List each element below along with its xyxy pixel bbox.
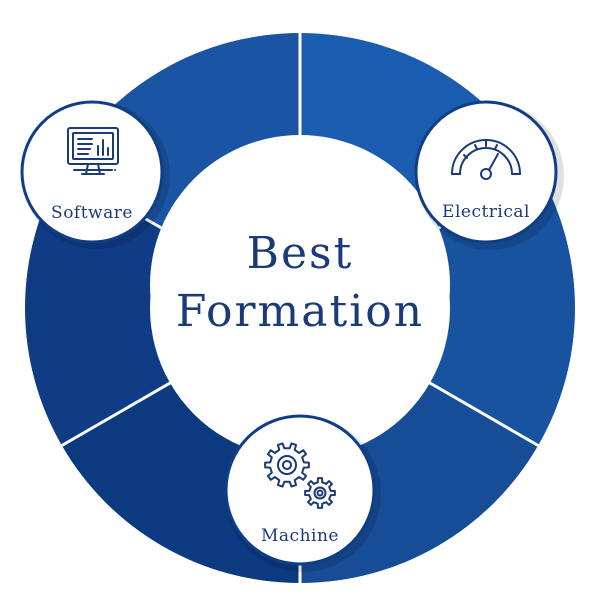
center-circle xyxy=(150,135,450,435)
node-electrical: Electrical xyxy=(414,100,564,250)
center-title-line-2: Formation xyxy=(176,286,424,337)
monitor-dashboard-icon xyxy=(67,127,119,175)
node-software: Software xyxy=(20,100,170,249)
ring-separator xyxy=(427,380,541,448)
node-machine: Machine xyxy=(224,414,381,572)
speedometer-gauge-icon xyxy=(451,139,521,180)
node-label-electrical: Electrical xyxy=(442,202,530,222)
gears-icon xyxy=(264,442,336,509)
ring-segment xyxy=(25,170,171,446)
node-label-software: Software xyxy=(51,203,133,223)
ring-separator xyxy=(59,380,173,448)
center-title-line-1: Best xyxy=(247,228,354,279)
node-label-machine: Machine xyxy=(261,526,339,546)
